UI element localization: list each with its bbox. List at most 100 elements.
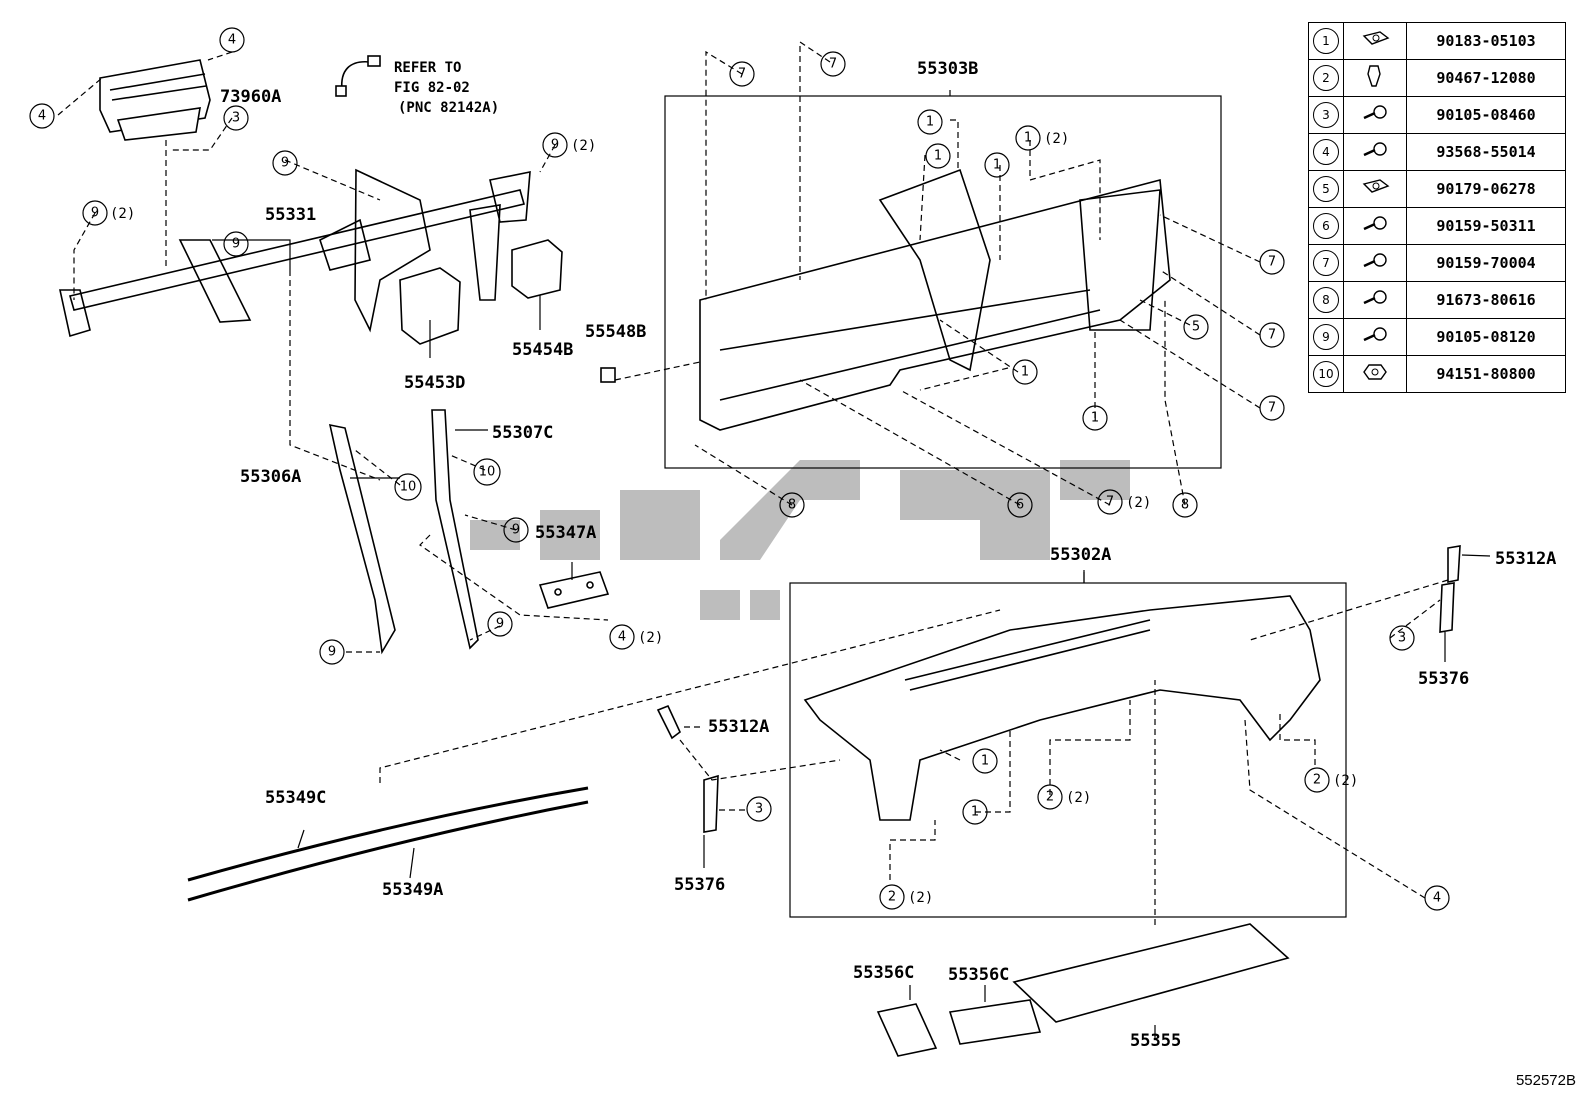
svg-text:7: 7 bbox=[738, 67, 746, 82]
qty-label: (2) bbox=[110, 206, 135, 222]
label-55302A: 55302A bbox=[1050, 545, 1111, 565]
legend-part-number: 90179-06278 bbox=[1406, 170, 1566, 208]
callout-9: 9 bbox=[223, 231, 249, 257]
label-73960A: 73960A bbox=[220, 87, 281, 107]
nut-icon bbox=[1343, 355, 1407, 393]
label-55347A: 55347A bbox=[535, 523, 596, 543]
svg-text:1: 1 bbox=[926, 115, 934, 130]
callout-9: 9 bbox=[82, 200, 108, 226]
label-55349A: 55349A bbox=[382, 880, 443, 900]
svg-text:2: 2 bbox=[888, 890, 896, 905]
qty-label: (2) bbox=[1044, 131, 1069, 147]
callout-1: 1 bbox=[1015, 125, 1041, 151]
legend-part-number: 90105-08460 bbox=[1406, 96, 1566, 134]
svg-text:1: 1 bbox=[971, 805, 979, 820]
svg-text:8: 8 bbox=[788, 498, 796, 513]
screw-icon bbox=[1343, 281, 1407, 319]
assembly-55303B-box bbox=[664, 95, 1222, 469]
leader-lines bbox=[57, 40, 1491, 1040]
screw-icon bbox=[1343, 244, 1407, 282]
part-55349-strips-drawing bbox=[187, 786, 589, 902]
legend-row: 9 90105-08120 bbox=[1308, 318, 1566, 356]
clip-nut-icon bbox=[1343, 170, 1407, 208]
svg-text:4: 4 bbox=[38, 109, 46, 124]
legend-number: 3 bbox=[1313, 102, 1339, 128]
legend-part-number: 90105-08120 bbox=[1406, 318, 1566, 356]
part-55453D-drawing bbox=[399, 267, 461, 345]
screw-icon bbox=[1343, 318, 1407, 356]
svg-text:7: 7 bbox=[1268, 401, 1276, 416]
label-55312A-left: 55312A bbox=[708, 717, 769, 737]
callout-7: 7 bbox=[1259, 322, 1285, 348]
svg-text:8: 8 bbox=[1181, 498, 1189, 513]
callout-2: 2 bbox=[879, 884, 905, 910]
callout-1: 1 bbox=[1012, 359, 1038, 385]
svg-text:9: 9 bbox=[512, 523, 520, 538]
svg-text:9: 9 bbox=[281, 156, 289, 171]
legend-number: 6 bbox=[1313, 213, 1339, 239]
svg-text:2: 2 bbox=[1046, 790, 1054, 805]
legend-number-cell: 10 bbox=[1308, 355, 1344, 393]
svg-text:4: 4 bbox=[228, 33, 236, 48]
svg-text:1: 1 bbox=[1024, 131, 1032, 146]
svg-text:1: 1 bbox=[981, 754, 989, 769]
callout-9: 9 bbox=[542, 132, 568, 158]
svg-text:9: 9 bbox=[328, 645, 336, 660]
callout-7: 7 bbox=[1259, 249, 1285, 275]
qty-label: (2) bbox=[1126, 495, 1151, 511]
part-55306A-drawing bbox=[328, 423, 396, 655]
callout-9: 9 bbox=[272, 150, 298, 176]
qty-label: (2) bbox=[1066, 790, 1091, 806]
screw-icon bbox=[1343, 133, 1407, 171]
label-55355: 55355 bbox=[1130, 1031, 1181, 1051]
label-55331: 55331 bbox=[265, 205, 316, 225]
callout-2: 2 bbox=[1037, 784, 1063, 810]
label-55376-right: 55376 bbox=[1418, 669, 1469, 689]
part-55376-left-drawing bbox=[703, 774, 719, 833]
screw-icon bbox=[1343, 96, 1407, 134]
legend-number-cell: 2 bbox=[1308, 59, 1344, 97]
label-55306A: 55306A bbox=[240, 467, 301, 487]
callouts: 4 4 3 9 (2) 9 9 9 (2) 7 7 1 1 1 1 (2) 7 … bbox=[29, 27, 1450, 911]
callout-7: 7 bbox=[820, 51, 846, 77]
svg-text:3: 3 bbox=[232, 111, 240, 126]
callout-4: 4 bbox=[219, 27, 245, 53]
legend-row: 3 90105-08460 bbox=[1308, 96, 1566, 134]
legend-part-number: 94151-80800 bbox=[1406, 355, 1566, 393]
label-55312A-right: 55312A bbox=[1495, 549, 1556, 569]
callout-1: 1 bbox=[972, 748, 998, 774]
watermark-logo bbox=[470, 460, 1130, 620]
legend-number: 10 bbox=[1313, 361, 1339, 387]
legend-number-cell: 8 bbox=[1308, 281, 1344, 319]
callout-7: 7 bbox=[1259, 395, 1285, 421]
svg-text:7: 7 bbox=[1268, 255, 1276, 270]
svg-text:7: 7 bbox=[829, 57, 837, 72]
svg-text:2: 2 bbox=[1313, 773, 1321, 788]
part-55356C-a-drawing bbox=[876, 1003, 938, 1057]
connector-drawing bbox=[335, 55, 381, 97]
svg-text:1: 1 bbox=[1091, 411, 1099, 426]
part-55312A-right-drawing bbox=[1447, 545, 1461, 583]
legend-part-number: 93568-55014 bbox=[1406, 133, 1566, 171]
svg-text:9: 9 bbox=[551, 138, 559, 153]
part-55331-drawing bbox=[59, 168, 531, 338]
clip-icon bbox=[1343, 59, 1407, 97]
legend-number-cell: 7 bbox=[1308, 244, 1344, 282]
legend-number-cell: 9 bbox=[1308, 318, 1344, 356]
legend-row: 10 94151-80800 bbox=[1308, 355, 1566, 393]
part-labels: 73960A 55331 55453D 55454B 55548B 55303B… bbox=[220, 59, 1556, 1051]
label-55307C: 55307C bbox=[492, 423, 553, 443]
legend-number-cell: 3 bbox=[1308, 96, 1344, 134]
legend-number: 7 bbox=[1313, 250, 1339, 276]
callout-9: 9 bbox=[487, 611, 513, 637]
part-55454B-drawing bbox=[511, 239, 563, 299]
label-55356C-b: 55356C bbox=[948, 965, 1009, 985]
callout-1: 1 bbox=[962, 799, 988, 825]
svg-text:9: 9 bbox=[91, 206, 99, 221]
svg-text:7: 7 bbox=[1268, 328, 1276, 343]
legend-number-cell: 6 bbox=[1308, 207, 1344, 245]
svg-text:3: 3 bbox=[755, 802, 763, 817]
